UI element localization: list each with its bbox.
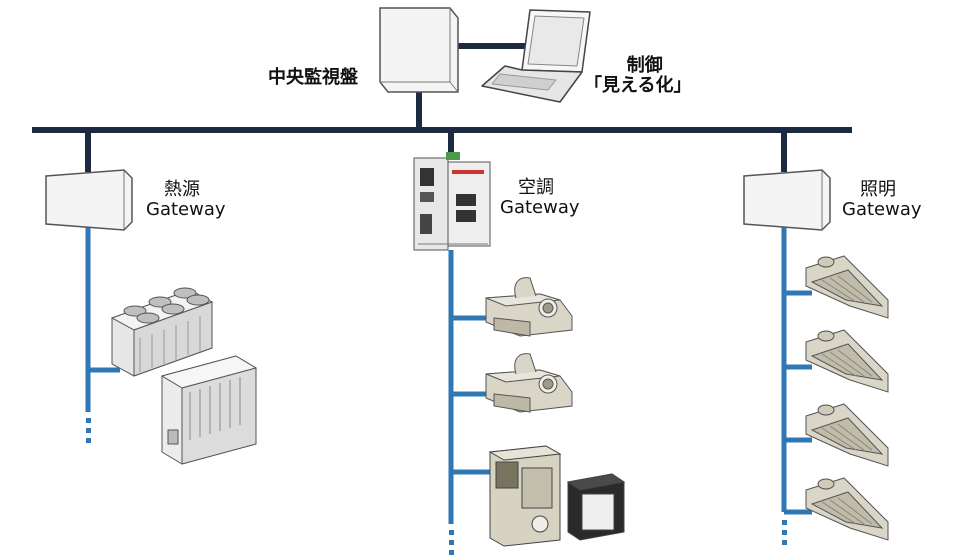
lighting-gateway-label-line1: 照明	[860, 179, 896, 200]
ceiling-cassette-icon	[805, 477, 889, 541]
chiller-unit-icon	[110, 287, 258, 465]
continuation-dots	[86, 418, 787, 555]
package-ac-icon	[488, 445, 626, 547]
heat-gateway-label: 熱源 Gateway	[146, 180, 226, 220]
din-rail-gateway-icon	[413, 152, 491, 251]
lighting-gateway-label: 照明 Gateway	[842, 180, 922, 220]
ac-indoor-unit-icon	[485, 353, 573, 413]
control-visualization-label: 制御 「見える化」	[584, 55, 691, 96]
ac-gateway-label-line1: 空調	[518, 177, 554, 198]
ac-gateway-label: 空調 Gateway	[500, 178, 580, 218]
heat-gateway-icon	[45, 169, 133, 231]
field-network	[85, 226, 812, 524]
lighting-gateway-label-line2: Gateway	[842, 198, 922, 220]
control-label-line2: 「見える化」	[584, 74, 692, 96]
ceiling-cassette-icon	[805, 403, 889, 467]
central-panel-label: 中央監視盤	[268, 67, 358, 88]
ceiling-cassette-icon	[805, 255, 889, 319]
control-label-line1: 制御	[626, 55, 663, 76]
server-cabinet-icon	[379, 7, 459, 93]
lighting-gateway-icon	[743, 169, 831, 231]
ac-indoor-unit-icon	[485, 277, 573, 337]
heat-gateway-label-line2: Gateway	[146, 198, 226, 220]
laptop-icon	[481, 9, 591, 103]
ceiling-cassette-icon	[805, 329, 889, 393]
heat-gateway-label-line1: 熱源	[164, 179, 200, 200]
trunk-network	[32, 43, 852, 172]
ac-gateway-label-line2: Gateway	[500, 196, 580, 218]
